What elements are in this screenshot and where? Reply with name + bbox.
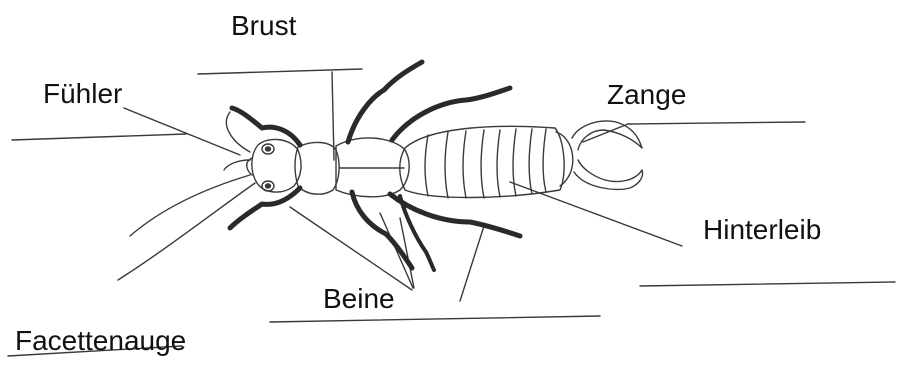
pincer-lower [574, 160, 643, 189]
legs [230, 62, 520, 270]
label-hinterleib: Hinterleib [703, 216, 821, 244]
label-brust: Brust [231, 12, 296, 40]
pointer-hinterleib [510, 182, 682, 246]
pincer-upper [572, 121, 642, 150]
label-fuehler: Fühler [43, 80, 122, 108]
pointer-beine-4 [460, 226, 484, 301]
pointer-fuehler [124, 108, 240, 155]
head-outline [252, 139, 301, 192]
answer-line-fuehler [12, 134, 186, 140]
label-facettenauge: Facettenauge [15, 327, 186, 355]
pointer-beine-1 [290, 207, 412, 290]
antennae [118, 112, 255, 280]
answer-line-zange [628, 122, 805, 124]
head [247, 139, 301, 192]
abdomen [400, 126, 564, 198]
pointer-beine-2 [380, 213, 413, 288]
pincers [556, 121, 643, 189]
label-beine: Beine [323, 285, 395, 313]
leg-hind-lower [390, 194, 520, 236]
thorax [295, 138, 409, 197]
antenna-lower [118, 183, 255, 280]
answer-line-beine [270, 316, 600, 322]
answer-line-brust [198, 69, 362, 74]
leg-front-upper [232, 108, 300, 145]
leg-mid-upper [348, 62, 422, 142]
pointer-zange [583, 124, 628, 142]
answer-line-hinterleib [640, 282, 895, 286]
label-zange: Zange [607, 81, 686, 109]
leg-hind-upper [392, 88, 510, 140]
